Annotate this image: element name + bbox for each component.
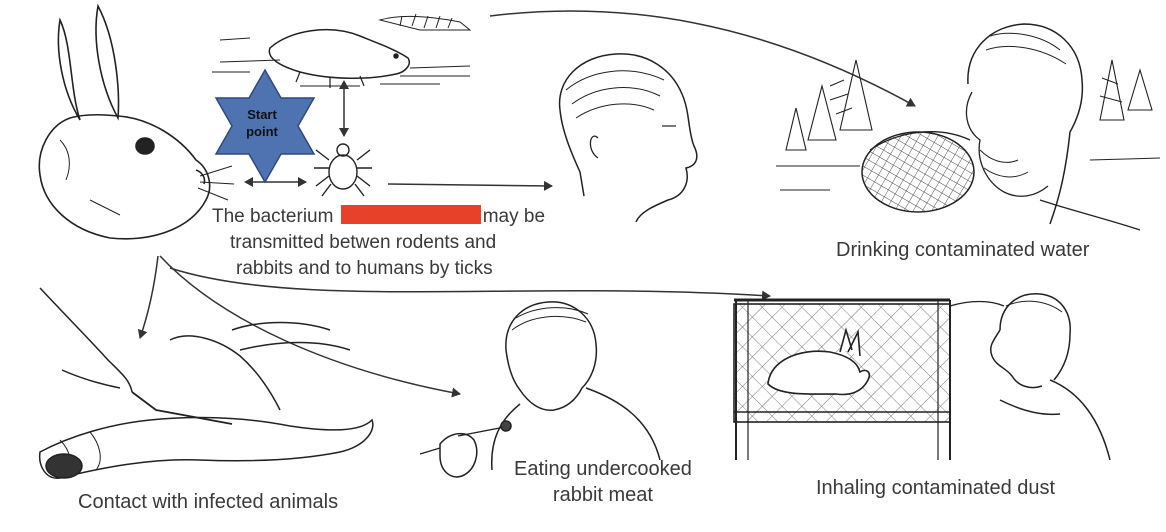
contact-animals-caption: Contact with infected animals xyxy=(78,491,339,513)
inhaling-dust-caption: Inhaling contaminated dust xyxy=(816,477,1056,499)
bacterium-line2: transmitted betwen rodents and xyxy=(230,232,497,253)
human-head-illustration xyxy=(558,53,698,223)
bacterium-suffix: may be xyxy=(482,206,546,227)
start-point-line2: point xyxy=(246,124,278,139)
bacterium-caption: The bacterium may be transmitted betwen … xyxy=(212,204,545,282)
man-eating-illustration xyxy=(419,301,661,478)
start-point-line1: Start xyxy=(247,107,277,122)
start-point-label: Start point xyxy=(222,106,302,140)
tick-illustration xyxy=(314,143,372,197)
bacterium-prefix: The bacterium xyxy=(212,206,334,227)
man-drinking-illustration xyxy=(776,23,1161,231)
start-point-star-icon xyxy=(214,68,316,184)
tick-arrows xyxy=(244,80,553,191)
rodent-illustration xyxy=(212,13,472,88)
eating-meat-caption: Eating undercooked rabbit meat xyxy=(514,456,692,508)
rabbit-illustration xyxy=(38,3,235,240)
eating-line2: rabbit meat xyxy=(552,484,653,506)
bacterium-line3: rabbits and to humans by ticks xyxy=(236,258,493,279)
eating-line1: Eating undercooked xyxy=(514,458,692,480)
redaction-box xyxy=(340,205,481,224)
hands-skinning-illustration xyxy=(38,287,374,479)
man-inhaling-illustration xyxy=(949,293,1111,461)
caged-rabbit-illustration xyxy=(733,298,951,460)
drinking-water-caption: Drinking contaminated water xyxy=(836,239,1090,261)
